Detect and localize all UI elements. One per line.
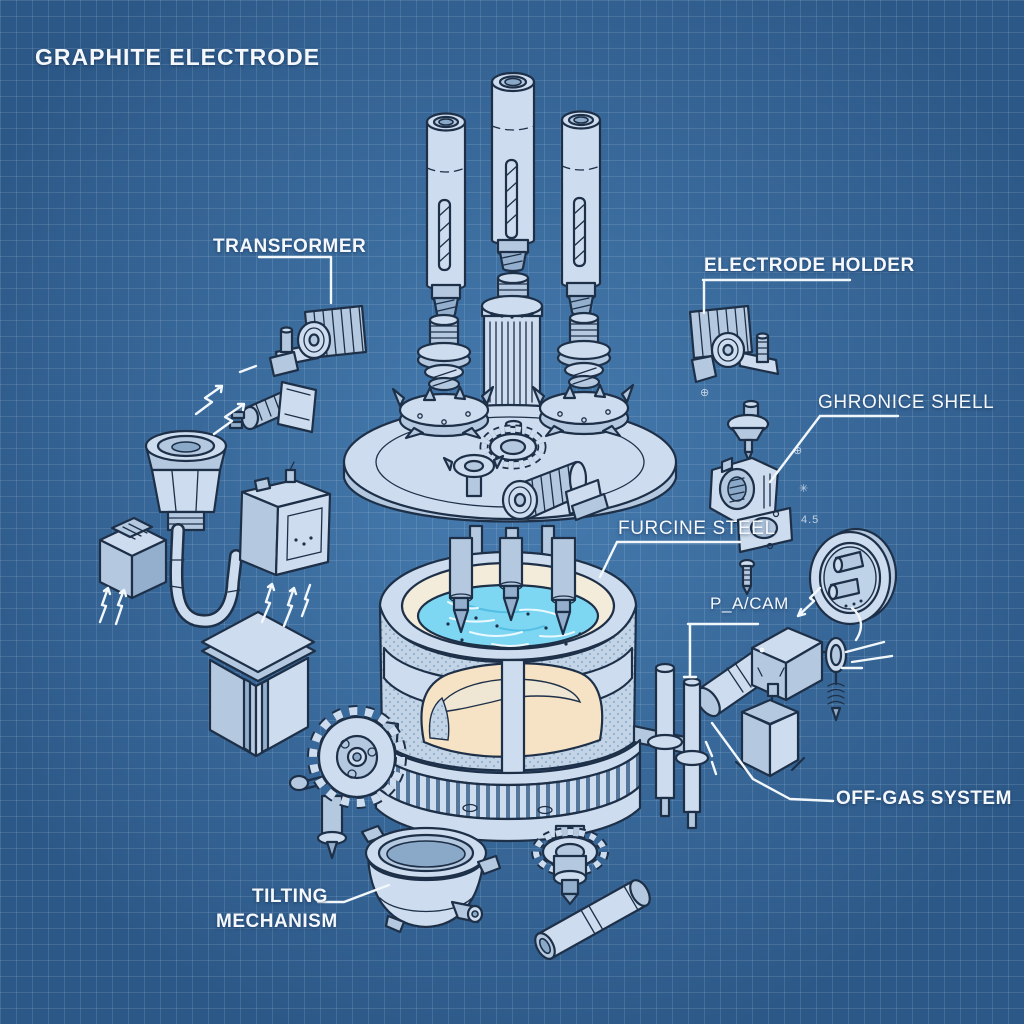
tilting-leader: [316, 883, 391, 904]
power-connector-illustration: [228, 380, 318, 434]
insulator-bushing-illustration: [144, 429, 228, 532]
ladle-bowl-illustration: [360, 824, 502, 934]
off-gas-leader: [710, 721, 835, 803]
graphite-electrodes-illustration: [425, 71, 602, 319]
furnace-vessel-illustration: [354, 536, 692, 906]
pacam-leader: [682, 622, 760, 679]
electrode-clamp-left-illustration: [391, 313, 495, 440]
roof-gear-illustration: [479, 419, 547, 470]
annotation-mark-3: ✳: [799, 483, 810, 495]
label-furnace-shell: GHRONICE SHELL: [818, 392, 995, 413]
roof-bracket-illustration: [442, 453, 505, 498]
contactor-box-illustration: [238, 461, 332, 577]
label-graphite-electrode: GRAPHITE ELECTRODE: [35, 44, 321, 70]
spark-marks: [98, 364, 894, 776]
label-off-gas-system: OFF-GAS SYSTEM: [836, 788, 1012, 809]
transformer-leader: [257, 255, 333, 305]
label-mechanism: MECHANISM: [216, 911, 338, 932]
support-rods-illustration: [646, 662, 710, 830]
roof-motor-illustration: [501, 460, 610, 522]
valve-fitting-illustration: [726, 399, 770, 462]
label-tilting: TILTING: [252, 886, 328, 907]
electrode-holder-leader: [701, 278, 852, 315]
electrode-clamp-right-illustration: [531, 311, 635, 438]
annotation-mark-4: 4.5: [801, 514, 820, 526]
screw-illustration: [738, 558, 756, 596]
collection-box-illustration: [734, 667, 806, 778]
annotation-mark-2: ⊕: [793, 445, 804, 457]
furnace-shell-leader: [768, 414, 900, 484]
cable-illustration: [169, 523, 243, 629]
annotation-mark-1: ⊕: [700, 387, 711, 399]
label-transformer: TRANSFORMER: [213, 236, 367, 257]
leader-lines: [257, 255, 900, 904]
label-electrode-holder: ELECTRODE HOLDER: [704, 255, 915, 276]
label-pacam: P_A/CAM: [710, 594, 789, 613]
electrode-tips-illustration: [446, 536, 582, 646]
control-cube-illustration: [200, 610, 317, 758]
tilt-gear-illustration: [288, 705, 407, 860]
transformer-motor-illustration: [268, 304, 368, 378]
electrode-holder-motor-illustration: [688, 304, 780, 384]
cable-drum-illustration: [808, 527, 898, 626]
finned-block-illustration: [98, 516, 168, 600]
roof-hub-illustration: [480, 271, 544, 410]
clamp-assembly-illustration: [708, 456, 794, 554]
label-furnace-steel: FURCINE STEEL: [618, 518, 776, 539]
pipe-rod-illustration: [534, 879, 651, 960]
furnace-steel-leader: [598, 540, 742, 579]
